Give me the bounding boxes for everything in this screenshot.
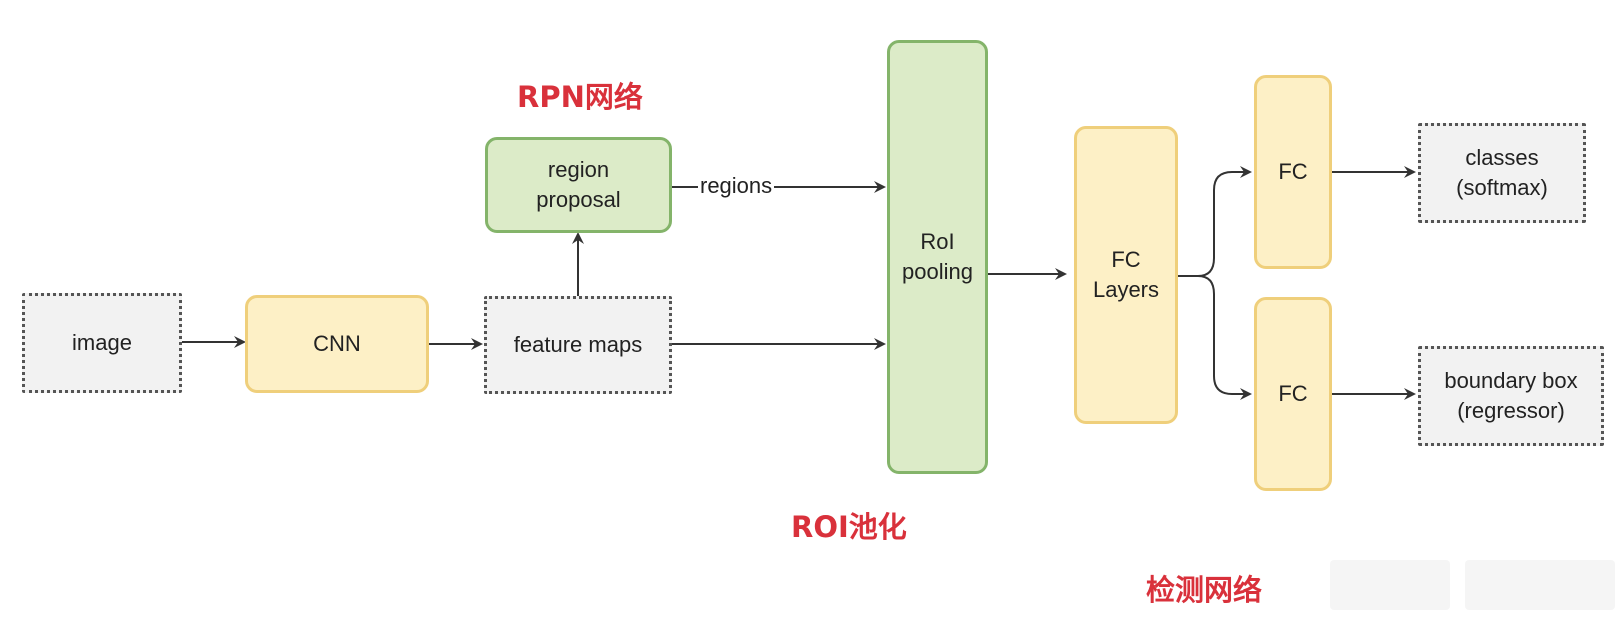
- fc-bottom-node: FC: [1254, 297, 1332, 491]
- region-proposal-node: region proposal: [485, 137, 672, 233]
- watermark-shape: [1330, 560, 1450, 610]
- classes-node: classes (softmax): [1418, 123, 1586, 223]
- boundary-box-node: boundary box (regressor): [1418, 346, 1604, 446]
- fc-top-node: FC: [1254, 75, 1332, 269]
- regions-edge-label: regions: [698, 173, 775, 199]
- cnn-node: CNN: [245, 295, 429, 393]
- feature-maps-node: feature maps: [484, 296, 672, 394]
- detection-annotation: 检测网络: [1146, 573, 1263, 607]
- fc-layers-node: FC Layers: [1074, 126, 1178, 424]
- image-node: image: [22, 293, 182, 393]
- edge-fc-layers-to-fc-top: [1178, 166, 1252, 277]
- rpn-annotation: RPN网络: [517, 80, 643, 114]
- roi-annotation: ROI池化: [791, 510, 907, 544]
- edge-fc-layers-to-fc-bottom: [1178, 275, 1252, 400]
- watermark-shape: [1465, 560, 1615, 610]
- roi-pooling-node: RoI pooling: [887, 40, 988, 474]
